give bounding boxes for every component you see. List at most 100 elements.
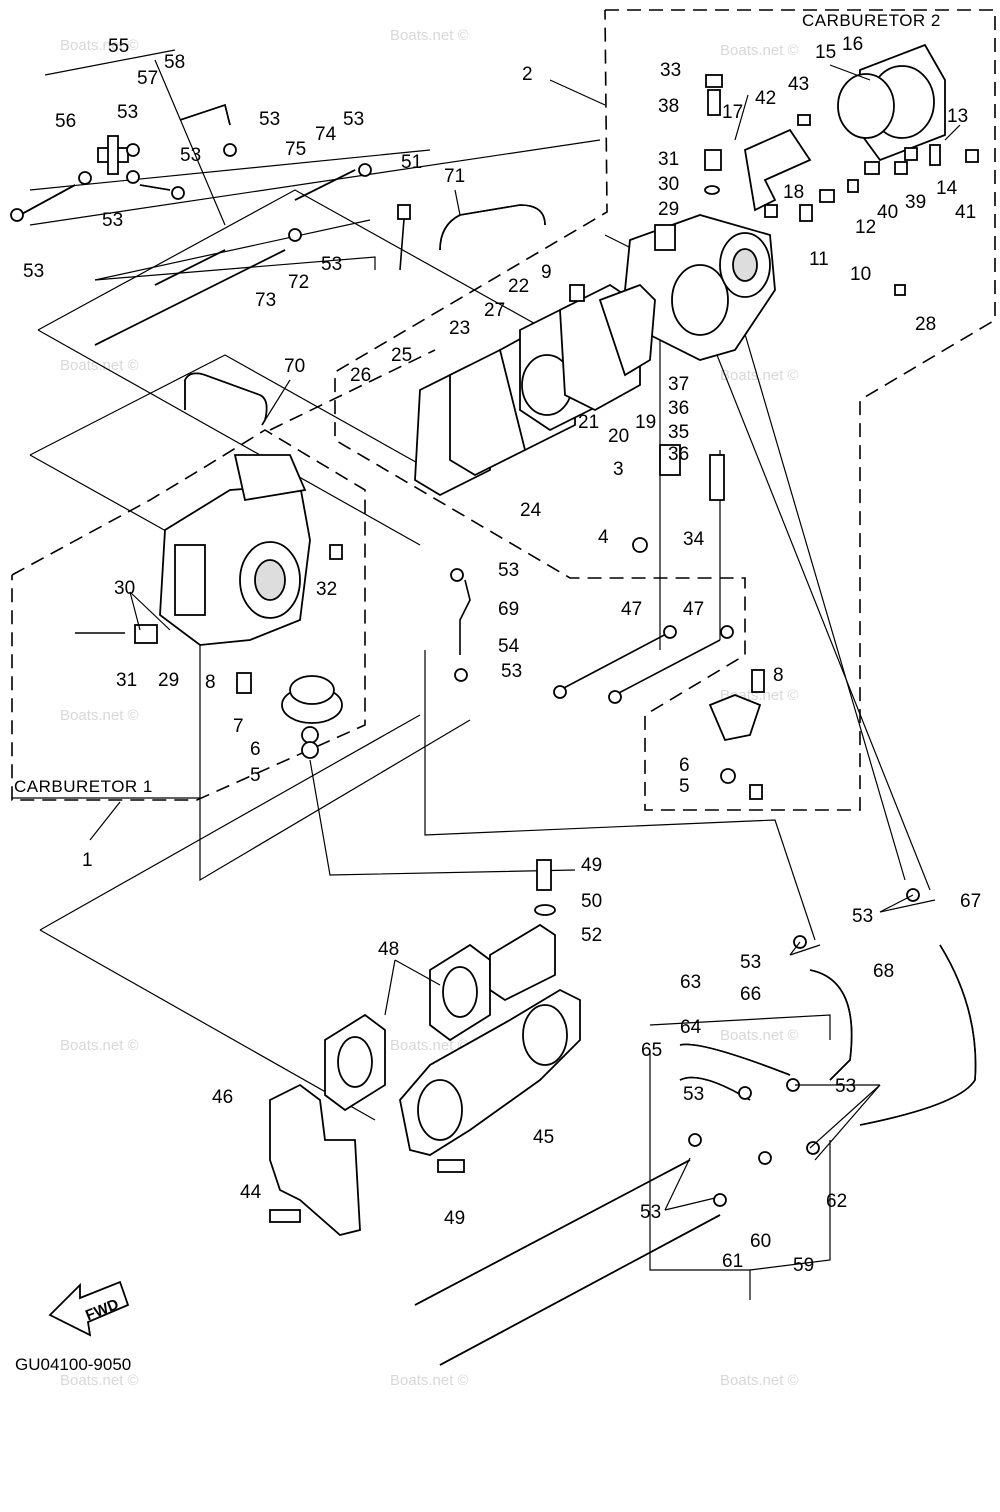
callout-63: 63 xyxy=(680,972,701,993)
callout-24: 24 xyxy=(520,500,542,521)
callout-72: 72 xyxy=(288,272,309,293)
callout-64: 64 xyxy=(680,1017,702,1038)
callout-29a: 29 xyxy=(658,199,679,220)
callout-74: 74 xyxy=(315,124,337,145)
callout-41: 41 xyxy=(955,202,976,223)
callout-71: 71 xyxy=(444,166,465,187)
drawing-code: GU04100-9050 xyxy=(15,1355,131,1374)
callout-5b: 5 xyxy=(679,776,690,797)
callout-53n: 53 xyxy=(640,1202,661,1223)
callout-31a: 31 xyxy=(658,149,679,170)
callout-23: 23 xyxy=(449,318,470,339)
watermark: Boats.net © xyxy=(60,707,139,724)
callout-53g: 53 xyxy=(321,254,342,275)
watermark: Boats.net © xyxy=(390,27,469,44)
callout-29b: 29 xyxy=(158,670,179,691)
callout-35: 35 xyxy=(668,422,689,443)
callout-70: 70 xyxy=(284,356,305,377)
callout-53l: 53 xyxy=(683,1084,704,1105)
callout-51: 51 xyxy=(401,152,422,173)
callout-53j: 53 xyxy=(852,906,873,927)
callout-4: 4 xyxy=(598,527,609,548)
callout-27: 27 xyxy=(484,300,505,321)
watermark: Boats.net © xyxy=(60,37,139,54)
callout-15: 15 xyxy=(815,42,836,63)
callout-11: 11 xyxy=(809,249,829,270)
callout-53f: 53 xyxy=(343,109,364,130)
callout-53m: 53 xyxy=(835,1076,856,1097)
callout-14: 14 xyxy=(936,178,958,199)
callout-39: 39 xyxy=(905,192,926,213)
callout-53c: 53 xyxy=(117,102,138,123)
callout-30a: 30 xyxy=(658,174,679,195)
callout-53e: 53 xyxy=(259,109,280,130)
callout-69: 69 xyxy=(498,599,519,620)
callout-2: 2 xyxy=(522,64,533,85)
callout-6a: 6 xyxy=(250,739,261,760)
callout-19: 19 xyxy=(635,412,656,433)
callout-12: 12 xyxy=(855,217,876,238)
callout-52: 52 xyxy=(581,925,602,946)
callout-75: 75 xyxy=(285,139,306,160)
callout-9: 9 xyxy=(541,262,552,283)
callout-53d: 53 xyxy=(180,145,201,166)
callout-10: 10 xyxy=(850,264,871,285)
callout-61: 61 xyxy=(722,1251,743,1272)
callout-47a: 47 xyxy=(621,599,642,620)
callout-18: 18 xyxy=(783,182,804,203)
watermark: Boats.net © xyxy=(720,42,799,59)
callout-43: 43 xyxy=(788,74,809,95)
callout-65: 65 xyxy=(641,1040,662,1061)
callout-26: 26 xyxy=(350,365,371,386)
callout-73: 73 xyxy=(255,290,276,311)
callout-68: 68 xyxy=(873,961,894,982)
watermark: Boats.net © xyxy=(60,1372,139,1389)
callout-7: 7 xyxy=(233,716,244,737)
callout-58: 58 xyxy=(164,52,185,73)
callout-49a: 49 xyxy=(581,855,602,876)
callout-6b: 6 xyxy=(679,755,690,776)
callout-leaders xyxy=(89,64,961,1211)
callout-56: 56 xyxy=(55,111,76,132)
callout-21: 21 xyxy=(578,412,599,433)
callout-47b: 47 xyxy=(683,599,704,620)
callout-36a: 36 xyxy=(668,398,689,419)
watermark: Boats.net © xyxy=(720,367,799,384)
callout-22: 22 xyxy=(508,276,529,297)
callout-53i: 53 xyxy=(501,661,522,682)
watermark: Boats.net © xyxy=(720,1372,799,1389)
callout-3: 3 xyxy=(613,459,624,480)
carburetor-2-title: CARBURETOR 2 xyxy=(802,11,941,30)
callout-49b: 49 xyxy=(444,1208,465,1229)
callout-57: 57 xyxy=(137,68,158,89)
fwd-arrow-icon: FWD xyxy=(48,1280,130,1337)
callout-38: 38 xyxy=(658,96,679,117)
callout-16: 16 xyxy=(842,34,863,55)
callout-59: 59 xyxy=(793,1255,814,1276)
callout-1: 1 xyxy=(82,850,93,871)
callout-37: 37 xyxy=(668,374,689,395)
assembly-boundaries xyxy=(11,9,996,811)
watermark: Boats.net © xyxy=(60,357,139,374)
callout-44: 44 xyxy=(240,1182,262,1203)
callout-20: 20 xyxy=(608,426,629,447)
callout-30b: 30 xyxy=(114,578,135,599)
callout-42: 42 xyxy=(755,88,776,109)
carburetor-1-title: CARBURETOR 1 xyxy=(14,777,153,796)
callout-48: 48 xyxy=(378,939,399,960)
callout-28: 28 xyxy=(915,314,936,335)
callout-53k: 53 xyxy=(740,952,761,973)
callout-46: 46 xyxy=(212,1087,233,1108)
callout-60: 60 xyxy=(750,1231,771,1252)
callout-31b: 31 xyxy=(116,670,137,691)
callout-45: 45 xyxy=(533,1127,554,1148)
callout-53h: 53 xyxy=(498,560,519,581)
callout-54: 54 xyxy=(498,636,520,657)
callout-67: 67 xyxy=(960,891,981,912)
callout-5a: 5 xyxy=(250,765,261,786)
watermark: Boats.net © xyxy=(720,1027,799,1044)
callout-8b: 8 xyxy=(773,665,784,686)
callout-33: 33 xyxy=(660,60,681,81)
callout-53b: 53 xyxy=(102,210,123,231)
